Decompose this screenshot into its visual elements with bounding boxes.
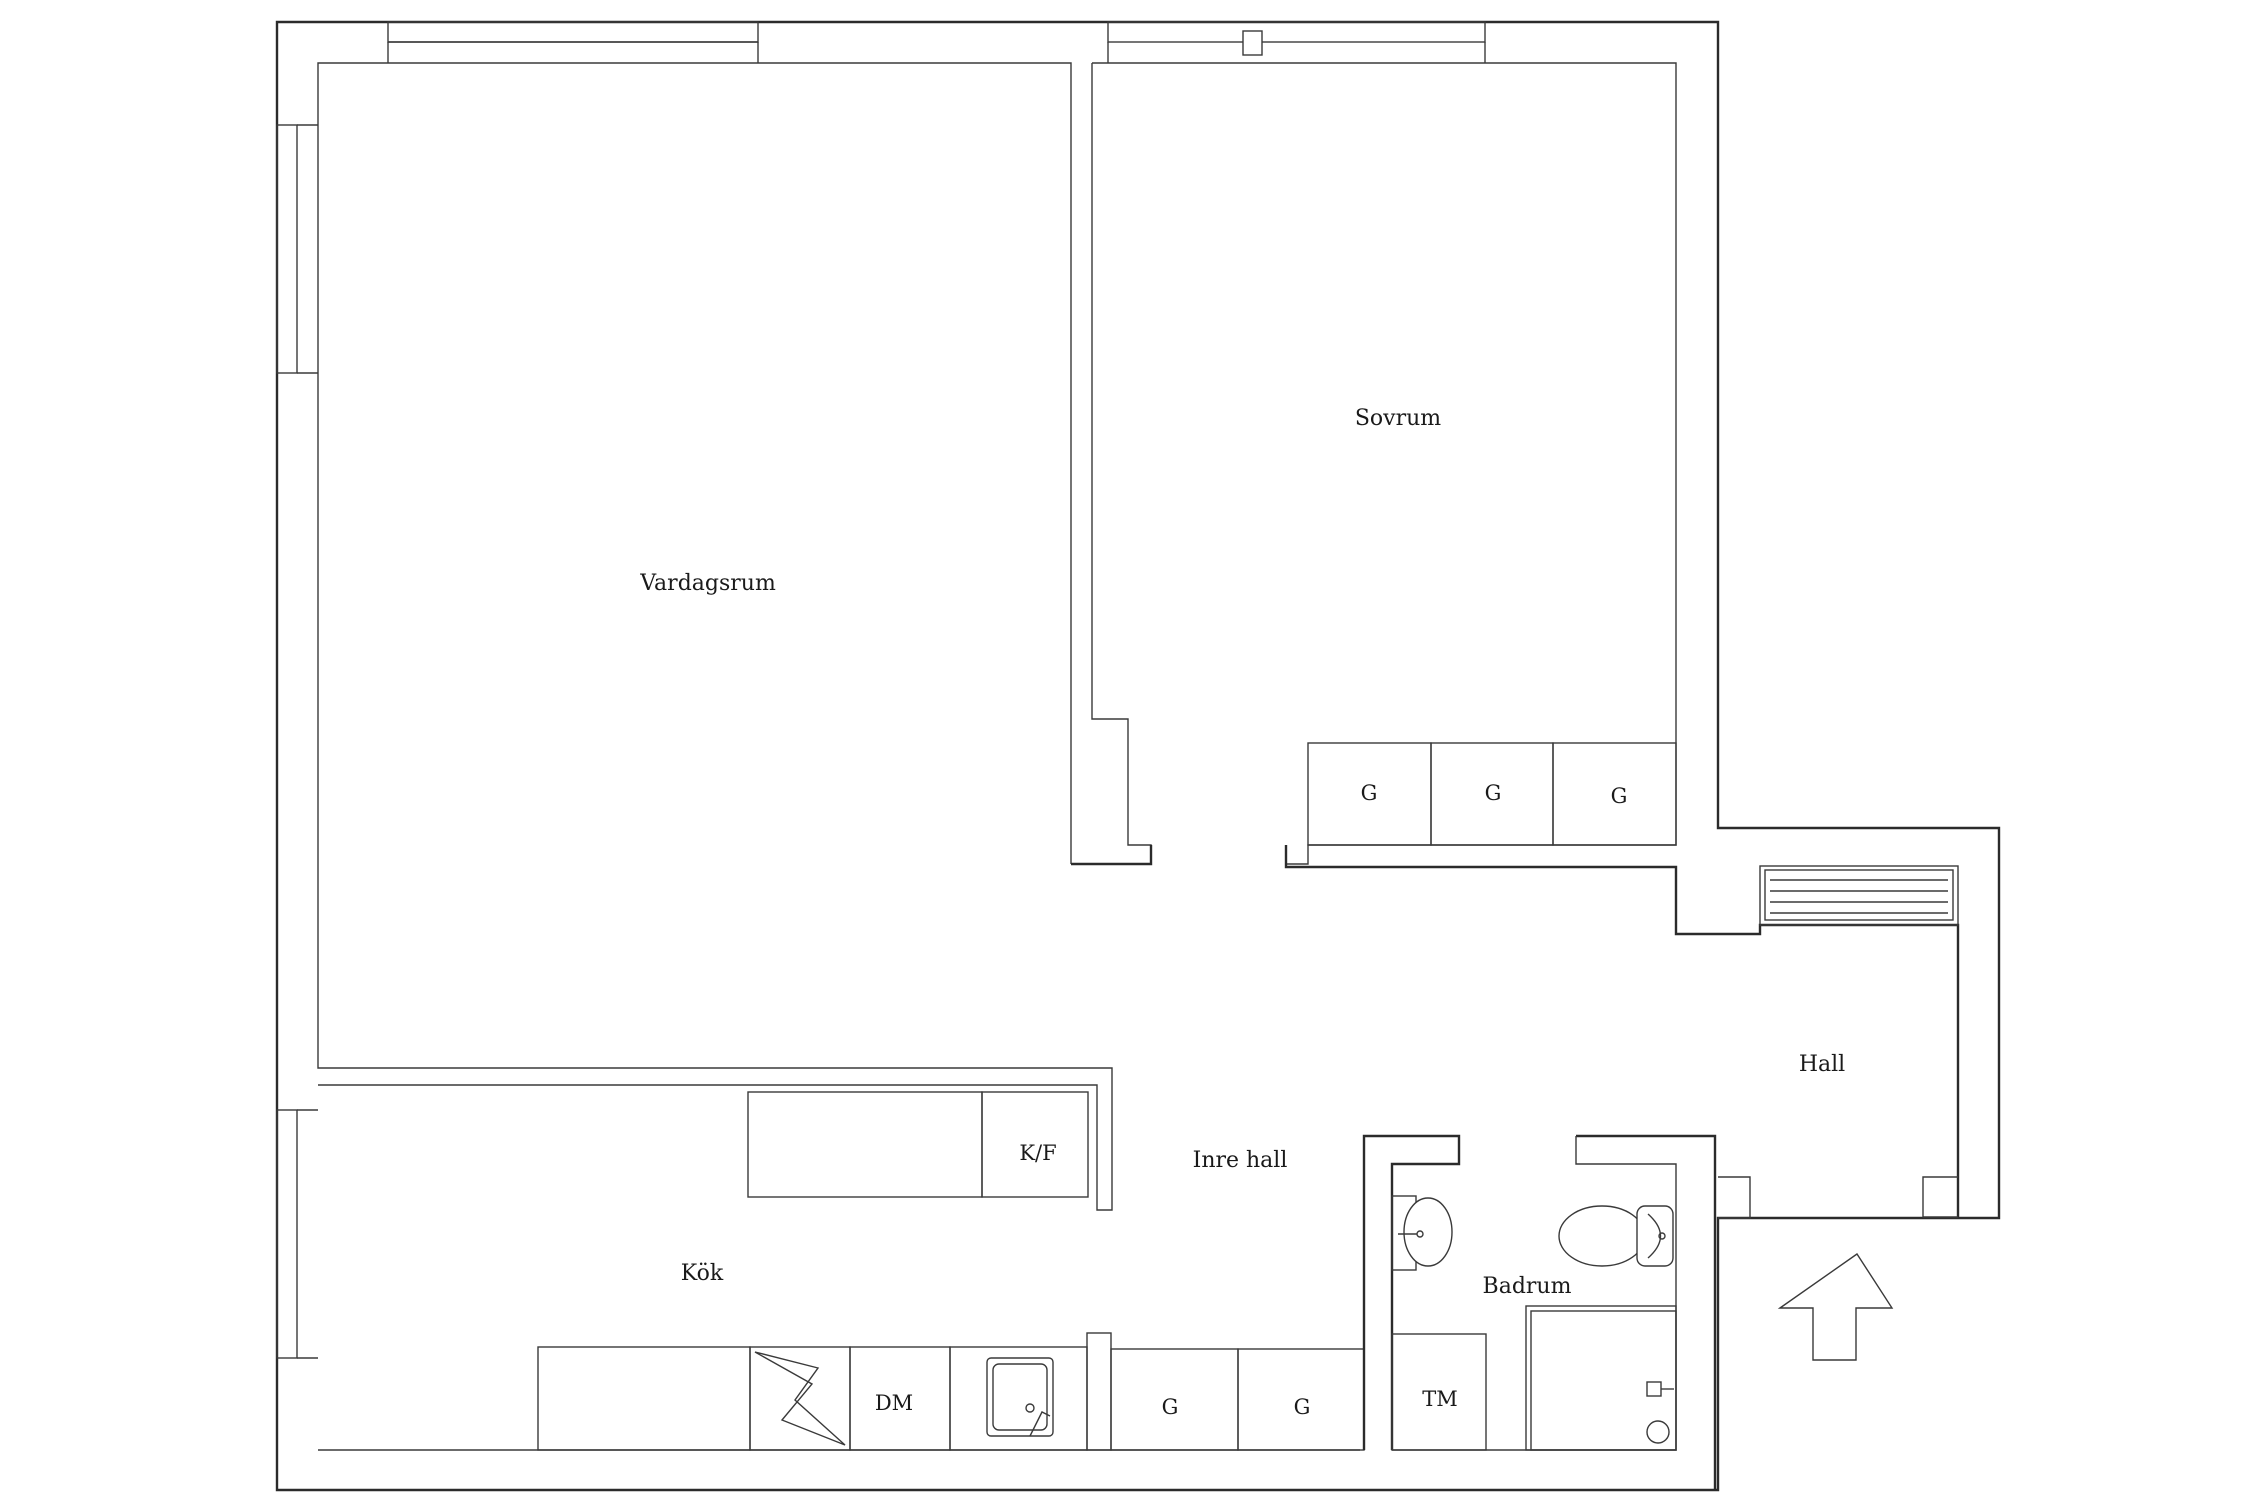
bathroom-toilet	[1558, 1205, 1674, 1267]
bathroom-walls	[1362, 1134, 1717, 1490]
bedroom-outline	[1092, 62, 1677, 865]
washing-machine	[1391, 1333, 1487, 1451]
room-label-kitchen: Kök	[681, 1261, 724, 1286]
window-kitchen-left	[276, 1109, 318, 1359]
wardrobe-label: G	[1485, 781, 1502, 805]
radiator	[1759, 865, 1959, 926]
room-label-bathroom: Badrum	[1483, 1274, 1572, 1299]
wardrobe-label: G	[1162, 1395, 1179, 1419]
outer-wall-outer	[275, 20, 2001, 1492]
shower	[1525, 1305, 1677, 1451]
living-room-outline	[317, 62, 1113, 1211]
window-bedroom-top	[1107, 21, 1486, 63]
room-label-inner-hall: Inre hall	[1193, 1148, 1288, 1173]
kitchen-upper-counter	[747, 1091, 1089, 1198]
window-living-left	[276, 124, 318, 374]
dishwasher-label: DM	[875, 1391, 913, 1415]
bedroom-wardrobes	[1307, 742, 1677, 846]
bathroom-sink	[1391, 1195, 1453, 1271]
inner-hall-wardrobes	[1110, 1348, 1365, 1451]
wardrobe-label: G	[1611, 784, 1628, 808]
room-label-living: Vardagsrum	[639, 571, 776, 596]
room-label-hall: Hall	[1799, 1052, 1845, 1077]
room-label-bedroom: Sovrum	[1355, 406, 1441, 431]
kitchen-lower-counter	[537, 1332, 1112, 1451]
entrance-jamb-left	[1718, 1176, 1751, 1219]
partition-wall	[1071, 63, 1152, 865]
partition-wall-outer	[1071, 845, 1153, 866]
entrance-jamb-right	[1922, 1176, 1958, 1218]
wardrobe-label: G	[1294, 1395, 1311, 1419]
fridge-freezer-label: K/F	[1019, 1141, 1056, 1165]
window-living-top	[387, 21, 759, 63]
entrance-arrow-icon	[1777, 1253, 1894, 1361]
washing-machine-label: TM	[1422, 1387, 1458, 1411]
wardrobe-label: G	[1361, 781, 1378, 805]
